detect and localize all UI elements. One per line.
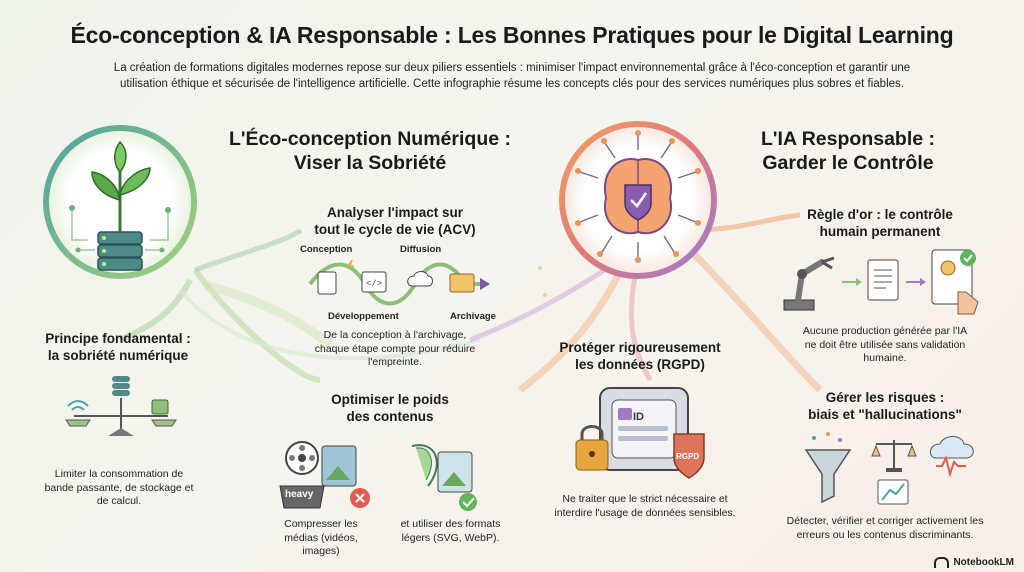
- acv-title-line-1: Analyser l'impact sur: [326, 205, 463, 220]
- principle-title-line-2: la sobriété numérique: [47, 348, 189, 363]
- rgpd-title: Protéger rigoureusement les données (RGP…: [540, 339, 740, 373]
- rgpd-text: Ne traiter que le strict nécessaire et i…: [554, 493, 736, 519]
- weight-title: Optimiser le poids des contenus: [290, 391, 490, 425]
- control-text: Aucune production générée par l'IA ne do…: [802, 325, 968, 364]
- eco-section-title: L'Éco-conception Numérique : Viser la So…: [220, 127, 520, 175]
- acv-title: Analyser l'impact sur tout le cycle de v…: [295, 204, 495, 238]
- notebooklm-logo-icon: [934, 557, 950, 568]
- principle-title-line-1: Principe fondamental :: [45, 331, 191, 346]
- intro-line-2: utilisation éthique et sécurisée de l'in…: [120, 78, 904, 90]
- stage-conception-label: Conception: [300, 244, 353, 255]
- weight-title-line-1: Optimiser le poids: [331, 392, 449, 407]
- acv-title-line-2: tout le cycle de vie (ACV): [314, 222, 476, 237]
- heavy-media-icon: [279, 441, 370, 509]
- risks-title-line-2: biais et "hallucinations": [808, 407, 962, 422]
- brain-shield-icon: [575, 130, 701, 263]
- rgpd-title-line-2: les données (RGPD): [575, 357, 705, 372]
- svg-text:</>: </>: [366, 279, 382, 289]
- notebooklm-badge: NotebookLM: [934, 557, 1014, 568]
- heavy-label: heavy: [285, 489, 314, 500]
- stage-archivage-label: Archivage: [450, 311, 496, 322]
- acv-text: De la conception à l'archivage, chaque é…: [305, 329, 485, 370]
- acv-text-line-3: l'empreinte.: [368, 356, 422, 368]
- balance-scale-icon: [65, 376, 177, 436]
- ai-title-line-1: L'IA Responsable :: [760, 128, 936, 150]
- control-title: Règle d'or : le contrôle humain permanen…: [780, 206, 980, 240]
- page-title: Éco-conception & IA Responsable : Les Bo…: [70, 22, 954, 48]
- acv-text-line-1: De la conception à l'archivage,: [323, 329, 467, 341]
- intro-line-1: La création de formations digitales mode…: [113, 62, 911, 74]
- stage-diffusion-label: Diffusion: [400, 244, 442, 255]
- ai-title-line-2: Garder le Contrôle: [762, 152, 934, 174]
- rgpd-shield-label: RGPD: [676, 452, 700, 461]
- risks-text: Détecter, vérifier et corriger activemen…: [786, 515, 984, 541]
- acv-text-line-2: chaque étape compte pour réduire: [314, 342, 476, 355]
- principle-text: Limiter la consommation de bande passant…: [44, 468, 194, 507]
- ai-section-title: L'IA Responsable : Garder le Contrôle: [738, 127, 958, 175]
- control-title-line-1: Règle d'or : le contrôle: [807, 207, 953, 222]
- id-label: ID: [633, 411, 644, 423]
- lifecycle-icon: </>: [308, 259, 490, 306]
- light-formats-icon: [411, 444, 477, 511]
- compress-text: Compresser les médias (vidéos, images): [284, 518, 358, 557]
- eco-title-line-1: L'Éco-conception Numérique :: [229, 128, 511, 150]
- notebooklm-label: NotebookLM: [953, 557, 1014, 568]
- rgpd-title-line-1: Protéger rigoureusement: [559, 340, 721, 355]
- plant-server-icon: [91, 140, 151, 271]
- human-validation-icon: [783, 249, 979, 315]
- stage-developpement-label: Développement: [328, 311, 399, 322]
- risks-title-line-1: Gérer les risques :: [825, 390, 945, 405]
- control-title-line-2: humain permanent: [819, 224, 941, 239]
- intro-text: La création de formations digitales mode…: [80, 60, 944, 92]
- risk-check-icon: [804, 432, 974, 505]
- formats-text: et utiliser des formats légers (SVG, Web…: [400, 518, 501, 544]
- risks-title: Gérer les risques : biais et "hallucinat…: [775, 389, 995, 423]
- eco-title-line-2: Viser la Sobriété: [293, 152, 447, 174]
- principle-title: Principe fondamental : la sobriété numér…: [28, 330, 208, 364]
- weight-title-line-2: des contenus: [346, 409, 434, 424]
- secure-data-icon: [575, 387, 705, 479]
